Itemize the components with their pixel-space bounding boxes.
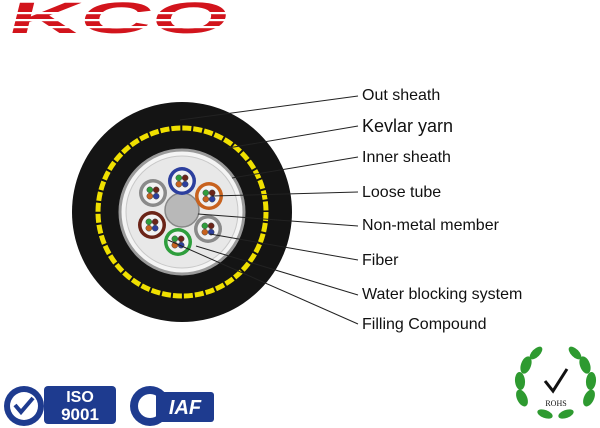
- iaf-text: IAF: [169, 397, 202, 419]
- fiber: [175, 174, 183, 182]
- fiber: [171, 235, 179, 243]
- label-non-metal-member: Non-metal member: [362, 217, 499, 234]
- label-kevlar-yarn: Kevlar yarn: [362, 116, 454, 136]
- iso-number: 9001: [61, 405, 99, 424]
- fiber: [145, 218, 153, 226]
- leader-lines: [167, 95, 359, 325]
- iso-text: ISO: [66, 389, 94, 406]
- fiber: [177, 235, 185, 243]
- fiber: [207, 228, 215, 236]
- label-out-sheath: Out sheath: [362, 87, 441, 104]
- fiber: [146, 192, 154, 200]
- fiber: [201, 228, 209, 236]
- fiber: [202, 195, 210, 203]
- fiber: [201, 222, 209, 230]
- fiber: [152, 192, 160, 200]
- label-filling-compound: Filling Compound: [362, 316, 487, 333]
- kevlar-yarn-ring: [95, 125, 269, 299]
- rohs-text: ROHS: [545, 399, 566, 408]
- iaf-badge: IAF: [130, 386, 214, 426]
- fiber: [145, 224, 153, 232]
- label-water-blocking-system: Water blocking system: [362, 286, 523, 303]
- iso-9001-badge: ISO 9001: [4, 386, 116, 426]
- tube-blue: [168, 167, 196, 195]
- tube-brown: [138, 211, 166, 239]
- fiber: [146, 186, 154, 194]
- fiber: [181, 180, 189, 188]
- tube-gray-2: [139, 179, 167, 207]
- fiber: [151, 218, 159, 226]
- fiber: [202, 189, 210, 197]
- tube-gray: [194, 215, 222, 243]
- fiber: [181, 174, 189, 182]
- label-fiber: Fiber: [362, 252, 399, 269]
- label-inner-sheath: Inner sheath: [362, 149, 451, 166]
- kco-logo: KCO: [0, 0, 240, 40]
- fiber: [207, 222, 215, 230]
- fiber: [175, 180, 183, 188]
- rohs-badge: ROHS: [514, 346, 597, 419]
- fiber: [152, 186, 160, 194]
- label-loose-tube: Loose tube: [362, 184, 442, 201]
- tube-orange: [195, 182, 223, 210]
- fiber: [151, 224, 159, 232]
